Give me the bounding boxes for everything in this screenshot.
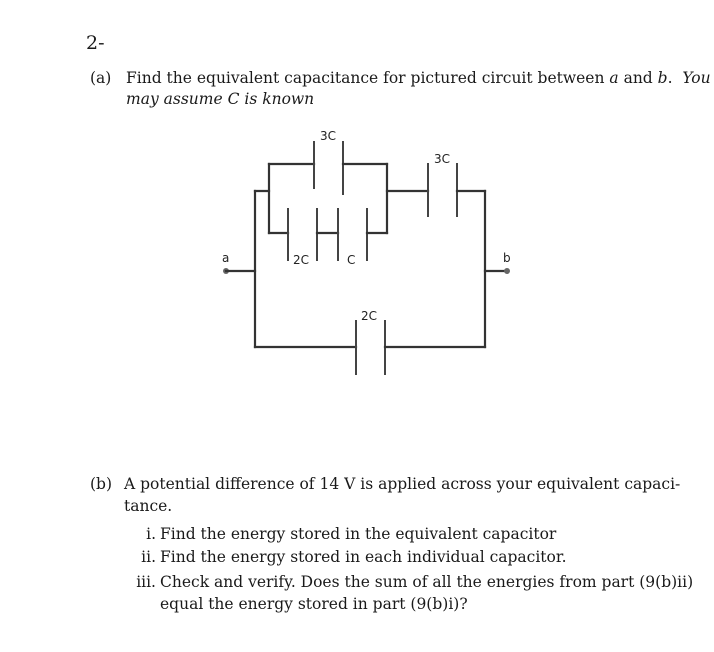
cap-bottom-2c-label: 2C [361, 309, 377, 323]
part-b-label: (b) [90, 475, 113, 493]
item-iii-text2: equal the energy stored in part (9(b)i)? [160, 595, 468, 613]
part-a-label: (a) [90, 69, 112, 87]
var-C: C [227, 90, 240, 108]
terminal-a-label: a [222, 251, 229, 265]
item-ii-text: Find the energy stored in each individua… [160, 548, 567, 566]
part-b-line1: A potential difference of 14 V is applie… [124, 475, 681, 493]
question-number: 2- [86, 32, 105, 54]
cap-series-c-label: C [347, 253, 355, 267]
item-i-num: i. [146, 525, 156, 543]
part-a-line2: may assume C is known [126, 89, 314, 110]
part-a-italic-you: You [682, 69, 711, 87]
item-i-text: Find the energy stored in the equivalent… [160, 525, 557, 543]
terminal-b-node [504, 268, 510, 274]
part-a-may-assume: may assume [126, 90, 228, 108]
and-text: and [618, 69, 658, 87]
var-a: a [609, 69, 619, 87]
part-b-line2: tance. [124, 497, 173, 515]
part-a-line1: Find the equivalent capacitance for pict… [126, 68, 711, 89]
var-b: b [657, 69, 668, 87]
item-ii-num: ii. [141, 548, 156, 566]
cap-series-2c-label: 2C [293, 253, 309, 267]
terminal-b-label: b [503, 251, 511, 265]
part-a-is-known: is known [239, 90, 315, 108]
part-a-text: Find the equivalent capacitance for pict… [126, 69, 610, 87]
item-iii-text: Check and verify. Does the sum of all th… [160, 573, 694, 591]
cap-right-3c-label: 3C [434, 152, 450, 166]
item-iii-num: iii. [136, 573, 156, 591]
period: . [667, 69, 673, 87]
cap-top-3c-label: 3C [320, 129, 336, 143]
